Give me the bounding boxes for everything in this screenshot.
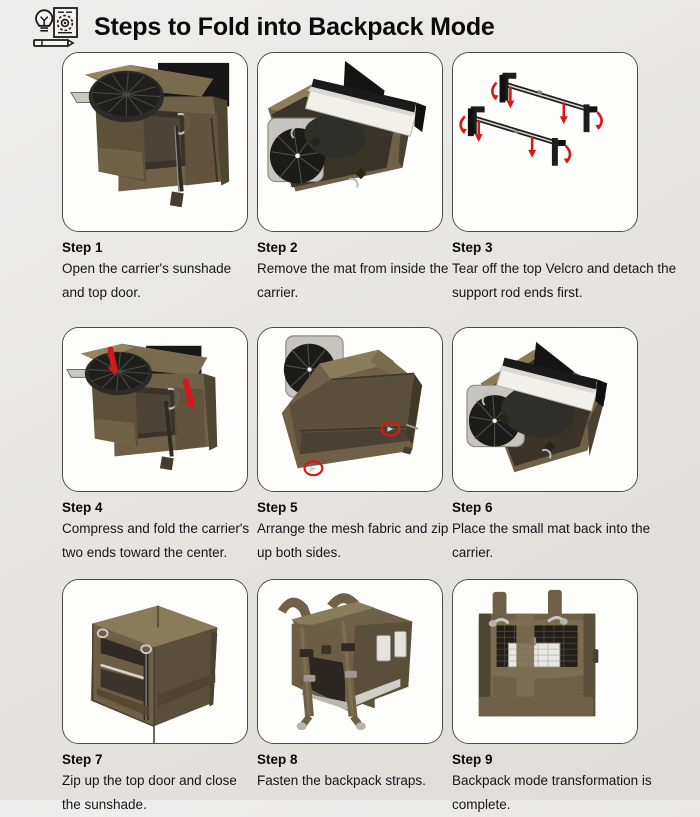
page-header: Steps to Fold into Backpack Mode bbox=[0, 0, 700, 52]
step-card-2: Step 2 Remove the mat from inside the ca… bbox=[257, 52, 452, 305]
step-8-label: Step 8 bbox=[257, 752, 298, 767]
step-4-label: Step 4 bbox=[62, 500, 103, 515]
step-card-4: Step 4 Compress and fold the carrier's t… bbox=[62, 327, 257, 565]
step-1-description: Open the carrier's sunshade and top door… bbox=[62, 261, 232, 300]
step-5-caption: Step 5 Arrange the mesh fabric and zip u… bbox=[257, 492, 452, 565]
step-9-illustration bbox=[452, 579, 638, 744]
step-4-caption: Step 4 Compress and fold the carrier's t… bbox=[62, 492, 257, 565]
step-6-description: Place the small mat back into the carrie… bbox=[452, 521, 651, 560]
step-5-description: Arrange the mesh fabric and zip up both … bbox=[257, 521, 449, 560]
step-card-1: Step 1 Open the carrier's sunshade and t… bbox=[62, 52, 257, 305]
step-5-label: Step 5 bbox=[257, 500, 298, 515]
row-spacer bbox=[452, 305, 700, 327]
page-title: Steps to Fold into Backpack Mode bbox=[94, 12, 495, 41]
steps-grid: Step 1 Open the carrier's sunshade and t… bbox=[0, 52, 700, 817]
step-6-illustration bbox=[452, 327, 638, 492]
step-card-9: Step 9 Backpack mode transformation is c… bbox=[452, 579, 700, 817]
step-9-description: Backpack mode transformation is complete… bbox=[452, 773, 652, 812]
step-7-description: Zip up the top door and close the sunsha… bbox=[62, 773, 237, 812]
step-5-illustration bbox=[257, 327, 443, 492]
row-spacer bbox=[257, 565, 452, 579]
step-7-caption: Step 7 Zip up the top door and close the… bbox=[62, 744, 257, 817]
step-3-label: Step 3 bbox=[452, 240, 493, 255]
step-1-caption: Step 1 Open the carrier's sunshade and t… bbox=[62, 232, 257, 305]
step-7-illustration bbox=[62, 579, 248, 744]
row-spacer bbox=[452, 565, 700, 579]
step-3-caption: Step 3 Tear off the top Velcro and detac… bbox=[452, 232, 700, 305]
step-card-8: Step 8 Fasten the backpack straps. bbox=[257, 579, 452, 817]
step-6-caption: Step 6 Place the small mat back into the… bbox=[452, 492, 700, 565]
step-8-illustration bbox=[257, 579, 443, 744]
row-spacer bbox=[257, 305, 452, 327]
step-9-label: Step 9 bbox=[452, 752, 493, 767]
step-2-caption: Step 2 Remove the mat from inside the ca… bbox=[257, 232, 452, 305]
step-2-label: Step 2 bbox=[257, 240, 298, 255]
step-2-description: Remove the mat from inside the carrier. bbox=[257, 261, 449, 300]
step-card-6: Step 6 Place the small mat back into the… bbox=[452, 327, 700, 565]
step-3-description: Tear off the top Velcro and detach the s… bbox=[452, 261, 677, 300]
row-spacer bbox=[62, 565, 257, 579]
step-3-illustration bbox=[452, 52, 638, 232]
step-9-caption: Step 9 Backpack mode transformation is c… bbox=[452, 744, 700, 817]
step-6-label: Step 6 bbox=[452, 500, 493, 515]
row-spacer bbox=[62, 305, 257, 327]
step-card-5: Step 5 Arrange the mesh fabric and zip u… bbox=[257, 327, 452, 565]
step-1-illustration bbox=[62, 52, 248, 232]
step-2-illustration bbox=[257, 52, 443, 232]
manual-lightbulb-icon bbox=[30, 5, 82, 49]
step-8-caption: Step 8 Fasten the backpack straps. bbox=[257, 744, 452, 793]
step-7-label: Step 7 bbox=[62, 752, 103, 767]
step-1-label: Step 1 bbox=[62, 240, 103, 255]
step-card-3: Step 3 Tear off the top Velcro and detac… bbox=[452, 52, 700, 305]
step-card-7: Step 7 Zip up the top door and close the… bbox=[62, 579, 257, 817]
step-4-description: Compress and fold the carrier's two ends… bbox=[62, 521, 250, 560]
step-8-description: Fasten the backpack straps. bbox=[257, 773, 426, 788]
step-4-illustration bbox=[62, 327, 248, 492]
